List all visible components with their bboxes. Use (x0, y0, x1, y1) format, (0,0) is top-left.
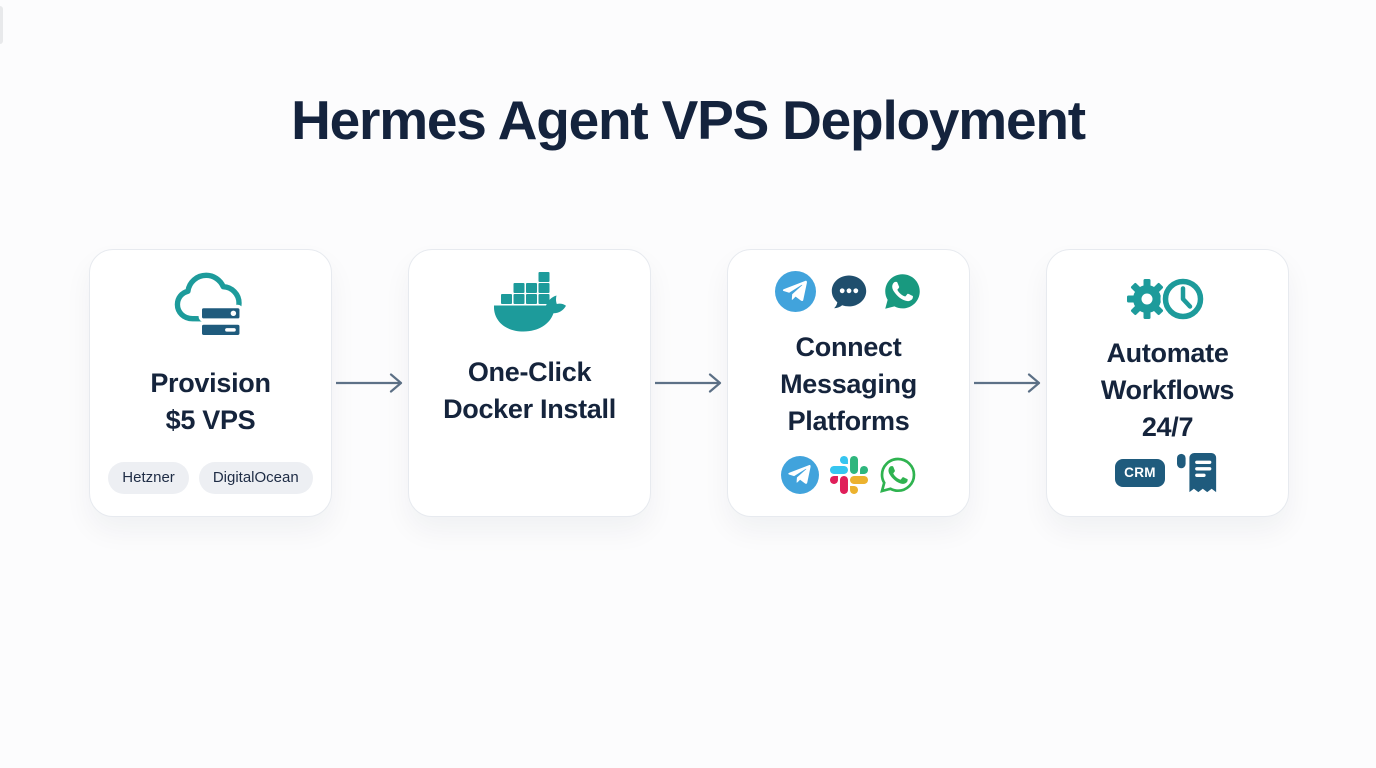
step-title-line: Automate (1106, 337, 1229, 368)
step-title-line: Platforms (787, 405, 910, 436)
flow-arrow-icon (336, 373, 403, 393)
cloud-server-icon (174, 272, 243, 339)
messaging-icons-bottom (780, 456, 917, 494)
slack-icon (829, 456, 868, 494)
whatsapp-outline-icon (879, 457, 915, 493)
step-title-line: Connect (795, 331, 902, 362)
step-title: Provision $5 VPS (150, 365, 271, 439)
telegram-icon (774, 270, 816, 312)
badge-hetzner: Hetzner (108, 462, 189, 494)
step-title-line: Docker Install (443, 394, 616, 424)
clock-icon (1162, 278, 1203, 320)
screen-edge-artifact (0, 6, 3, 44)
flow-arrow-icon (974, 373, 1041, 393)
chat-bubble-icon (831, 275, 866, 309)
docker-whale-icon (493, 272, 566, 332)
messaging-icons-top (774, 270, 923, 312)
step-title-line: 24/7 (1141, 411, 1194, 442)
telegram-icon (780, 456, 819, 494)
crm-badge: CRM (1115, 459, 1165, 487)
flow-arrow-icon (655, 373, 722, 393)
step-title-line: Workflows (1100, 374, 1235, 405)
gear-clock-icon (1126, 276, 1205, 322)
step-card-connect-messaging: Connect Messaging Platforms (727, 249, 970, 517)
step-title-line: Messaging (780, 368, 917, 399)
step-card-automate-workflows: Automate Workflows 24/7 CRM (1046, 249, 1289, 517)
step-card-docker-install: One-Click Docker Install (408, 249, 651, 517)
page-title: Hermes Agent VPS Deployment (291, 89, 1086, 151)
step-title-line: $5 VPS (165, 405, 256, 435)
step-title: Connect Messaging Platforms (780, 329, 917, 440)
step-title: One-Click Docker Install (443, 354, 616, 428)
receipt-icon (1176, 452, 1216, 493)
step-title-line: Provision (150, 368, 271, 398)
step-card-provision-vps: Provision $5 VPS Hetzner DigitalOcean (89, 249, 332, 517)
workflow-icons-bottom: CRM (1115, 452, 1220, 494)
step-title: Automate Workflows 24/7 (1100, 335, 1235, 446)
step-title-line: One-Click (467, 357, 592, 387)
whatsapp-icon (884, 273, 920, 309)
badge-digitalocean: DigitalOcean (198, 462, 313, 494)
provider-badges: Hetzner DigitalOcean (108, 462, 313, 494)
